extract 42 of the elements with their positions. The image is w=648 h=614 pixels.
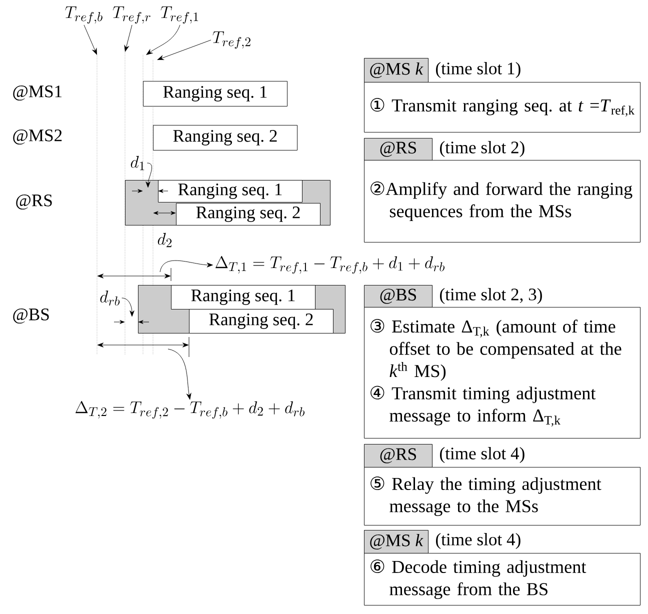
sequence-box: Ranging seq. 2 — [176, 203, 320, 226]
station-tag: @MS k — [364, 530, 428, 554]
station-label: @RS — [16, 194, 52, 210]
time-slot-label: (time slot 4) — [440, 447, 524, 463]
leader-arrow — [84, 24, 97, 55]
leader-arrow — [146, 24, 180, 55]
sequence-box: Ranging seq. 2 — [153, 125, 298, 150]
station-tag: @BS — [364, 285, 432, 308]
symbol-label: $T_{ref,2}$ — [212, 32, 250, 49]
step-box: ③ Estimate Δ$_{T,k}$ (amount of time offset to be compensated at the k$^{th}$ MS) ④ Transmit timing adjustment message to inform Δ$_{T,k}$ — [364, 307, 640, 438]
symbol-label: $d_1$ — [130, 156, 144, 170]
time-slot-label: (time slot 2) — [440, 141, 524, 157]
leader-arrow — [124, 24, 132, 52]
symbol-label: $T_{ref,1}$ — [160, 6, 198, 24]
step-box: ① Transmit ranging seq. at t =T$_{ref,k}$ — [364, 82, 640, 132]
leader-arrow — [168, 348, 192, 400]
station-tag: @RS — [364, 138, 432, 160]
step-box: ⑤ Relay the timing adjustment message to the MSs — [364, 467, 640, 526]
time-slot-label: (time slot 4) — [436, 533, 520, 549]
station-label: @MS1 — [13, 85, 62, 101]
equation: $\Delta_{T,1} = T_{ref,1} - T_{ref,b} + d_1 + d_{rb}$ — [216, 256, 444, 274]
step-box: ②Amplify and forward the ranging sequences from the MSs — [364, 160, 640, 242]
symbol-label: $d_{rb}$ — [100, 290, 120, 306]
equation: $\Delta_{T,2} = T_{ref,2} - T_{ref,b} + d_2 + d_{rb}$ — [76, 401, 304, 419]
time-slot-label: (time slot 1) — [436, 62, 520, 78]
sequence-box: Ranging seq. 1 — [158, 180, 302, 202]
station-label: @BS — [13, 308, 49, 324]
symbol-label: $T_{ref,b}$ — [65, 6, 102, 24]
sequence-box: Ranging seq. 1 — [143, 81, 288, 106]
leader-arrow — [146, 162, 152, 188]
sequence-box: Ranging seq. 1 — [171, 285, 316, 310]
sequence-box: Ranging seq. 2 — [189, 309, 334, 334]
station-tag: @MS k — [364, 58, 428, 82]
symbol-label: $d_2$ — [158, 232, 172, 248]
leader-arrow — [157, 40, 212, 60]
time-slot-label: (time slot 2, 3) — [440, 288, 542, 304]
leader-arrow — [160, 260, 213, 272]
symbol-label: $T_{ref,r}$ — [112, 6, 150, 24]
station-label: @MS2 — [13, 129, 62, 145]
leader-arrow — [122, 298, 134, 317]
station-tag: @RS — [364, 444, 432, 468]
step-box: ⑥ Decode timing adjustment message from the BS — [364, 553, 640, 606]
